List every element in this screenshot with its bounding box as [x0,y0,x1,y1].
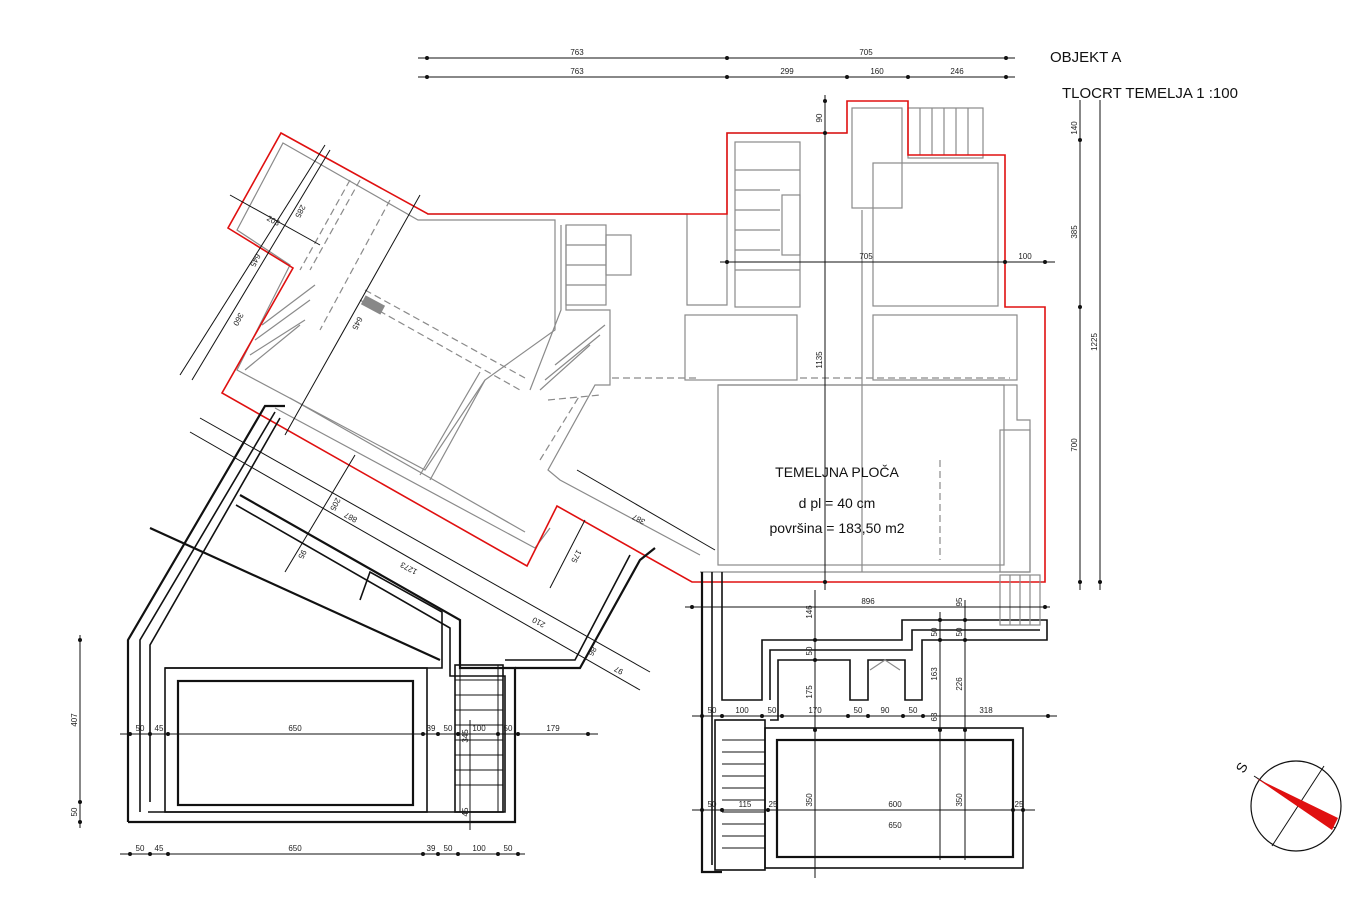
dim-label: 50 [854,706,863,715]
dim-label: 100 [735,706,749,715]
dim-label: 600 [888,800,902,809]
dim-label: 650 [288,724,302,733]
dim-label: 25 [769,800,778,809]
compass-label: S [1232,759,1251,775]
dim-label: 705 [859,252,873,261]
dim-label: 887 [342,510,358,524]
drawing-title: TLOCRT TEMELJA 1 :100 [1062,85,1238,102]
dim-label: 210 [530,615,546,629]
foundation-slab-outline [220,100,1046,583]
compass-icon: S [1232,759,1342,852]
dim-label: 285 [293,203,307,219]
building-walls [427,107,1031,573]
slab-name: TEMELJNA PLOČA [775,464,899,480]
dim-label: 205 [328,496,342,512]
dim-label: 50 [708,706,717,715]
dim-label: 387 [630,512,646,526]
dim-label: 50 [909,706,918,715]
dim-label: 226 [955,677,964,691]
dim-label: 50 [504,724,513,733]
dim-label: 95 [955,597,964,606]
dim-label: 50 [444,724,453,733]
dim-label: 100 [472,724,486,733]
dim-label: 39 [427,724,436,733]
dim-label: 896 [861,597,875,606]
dim-label: 350 [955,793,964,807]
dim-label: 650 [288,844,302,853]
dim-label: 299 [780,67,794,76]
dim-label: 318 [979,706,993,715]
dim-label: 115 [739,800,752,809]
dim-label: 45 [155,724,164,733]
dim-label: 50 [444,844,453,853]
dim-label: 90 [815,113,824,122]
slab-area: površina = 183,50 m2 [769,520,904,536]
left-pool-dimensions: 50 45 650 39 50 100 50 179 345 45 50 45 … [70,635,598,856]
dim-label: 650 [888,821,902,830]
dim-label: 25 [1015,800,1024,809]
dim-label: 645 [350,315,364,331]
dim-label: 179 [546,724,560,733]
dim-label: 100 [1018,252,1032,261]
dim-label: 170 [808,706,822,715]
left-pool [126,404,656,824]
dim-label: 246 [950,67,964,76]
main-dimension-lines: 90 705 100 1135 [720,95,1055,590]
dim-label: 345 [461,729,470,743]
dim-label: 1273 [398,560,418,577]
dim-label: 45 [461,807,470,816]
dim-label: 140 [1070,121,1079,135]
object-label: OBJEKT A [1050,49,1121,66]
rotated-wing-walls [236,142,606,549]
dim-label: 50 [708,800,717,809]
dim-label: 97 [612,664,625,676]
dim-label: 705 [859,48,873,57]
dim-label: 763 [570,67,584,76]
slab-thickness: d pl = 40 cm [799,495,876,511]
dim-label: 39 [427,844,436,853]
dim-label: 700 [1070,438,1079,452]
dim-label: 50 [955,627,964,636]
wing-dimension-lines: 285 203 645 360 645 205 887 95 1273 210 … [179,144,716,691]
dim-label: 63 [930,712,939,721]
dim-label: 45 [155,844,164,853]
dim-label: 50 [136,724,145,733]
dim-label: 1225 [1090,333,1099,351]
dim-label: 360 [231,311,245,327]
right-dimension-lines: 140 385 1225 700 [1070,100,1102,590]
dim-label: 407 [70,713,79,727]
dim-label: 175 [569,548,583,564]
dim-label: 90 [881,706,890,715]
dim-label: 160 [870,67,884,76]
dim-label: 385 [1070,225,1079,239]
dim-label: 1135 [815,351,824,369]
dim-label: 163 [930,667,939,681]
dim-label: 175 [805,685,814,699]
dim-label: 203 [265,214,281,228]
dim-label: 50 [768,706,777,715]
dim-label: 350 [805,793,814,807]
dim-label: 763 [570,48,584,57]
dim-label: 146 [805,605,814,619]
dim-label: 50 [504,844,513,853]
dim-label: 50 [930,627,939,636]
dim-label: 50 [805,646,814,655]
right-pool [700,572,1048,874]
dim-label: 50 [136,844,145,853]
right-pool-dimensions: 896 95 146 50 50 50 163 226 175 50 100 5… [685,590,1057,878]
dim-label: 50 [70,807,79,816]
top-dimension-lines: 763 705 763 299 160 246 [418,48,1015,79]
dim-label: 100 [472,844,486,853]
